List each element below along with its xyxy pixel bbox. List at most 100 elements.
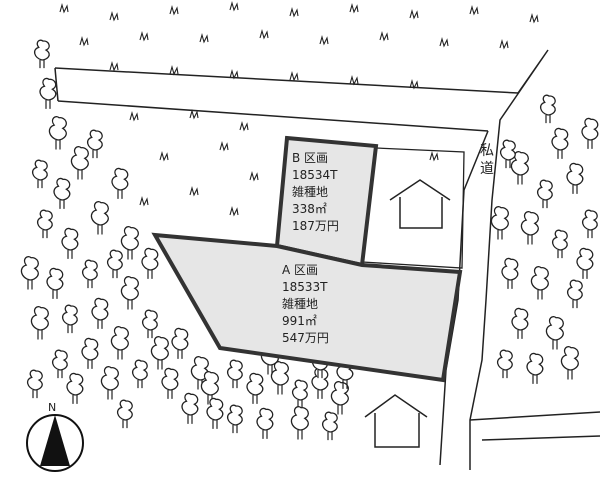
grass-icon bbox=[129, 110, 139, 122]
grass-icon bbox=[249, 170, 259, 182]
tree-icon bbox=[120, 226, 139, 260]
grass-icon bbox=[429, 150, 439, 162]
grass-icon bbox=[349, 74, 359, 86]
grass-icon bbox=[169, 4, 179, 16]
tree-icon bbox=[70, 146, 89, 180]
tree-icon bbox=[290, 406, 309, 440]
tree-icon bbox=[86, 129, 103, 159]
grass-icon bbox=[189, 108, 199, 120]
tree-icon bbox=[61, 227, 79, 259]
neighbor-lot-outline bbox=[361, 147, 465, 269]
tree-icon bbox=[131, 359, 148, 389]
tree-icon bbox=[26, 369, 43, 399]
tree-icon bbox=[206, 397, 224, 429]
tree-icon bbox=[226, 404, 243, 434]
upper-road-edge bbox=[54, 67, 519, 94]
grass-icon bbox=[379, 30, 389, 42]
road-label-char: 私 bbox=[480, 143, 494, 159]
house-icon bbox=[364, 394, 428, 448]
grass-icon bbox=[239, 120, 249, 132]
tree-icon bbox=[150, 336, 169, 370]
tree-icon bbox=[48, 116, 67, 150]
tree-icon bbox=[246, 372, 264, 404]
grass-icon bbox=[409, 8, 419, 20]
grass-icon bbox=[199, 32, 209, 44]
tree-icon bbox=[81, 337, 99, 369]
north-label: N bbox=[48, 401, 57, 414]
tree-icon bbox=[581, 209, 598, 239]
grass-icon bbox=[499, 38, 509, 50]
tree-icon bbox=[551, 229, 568, 259]
tree-icon bbox=[81, 259, 98, 289]
grass-icon bbox=[529, 12, 539, 24]
tree-icon bbox=[141, 247, 159, 279]
tree-icon bbox=[291, 379, 308, 409]
grass-icon bbox=[169, 64, 179, 76]
tree-icon bbox=[226, 359, 243, 389]
tree-icon bbox=[520, 211, 539, 245]
grass-icon bbox=[289, 6, 299, 18]
grass-icon bbox=[229, 0, 239, 12]
side-road-upper bbox=[469, 411, 600, 421]
tree-icon bbox=[321, 411, 338, 441]
grass-icon bbox=[189, 185, 199, 197]
plot-a-price: 547万円 bbox=[282, 331, 329, 345]
tree-icon bbox=[181, 392, 199, 424]
grass-icon bbox=[229, 205, 239, 217]
tree-icon bbox=[511, 307, 529, 339]
grass-icon bbox=[349, 2, 359, 14]
tree-icon bbox=[499, 139, 516, 169]
tree-icon bbox=[490, 206, 509, 240]
plot-a-lot-number: 18533T bbox=[282, 280, 328, 294]
tree-icon bbox=[120, 276, 139, 310]
tree-icon bbox=[61, 304, 78, 334]
upper-road-edge-lower bbox=[57, 100, 489, 132]
grass-icon bbox=[139, 195, 149, 207]
upper-road-end bbox=[54, 67, 59, 102]
road-label-char: 道 bbox=[480, 161, 494, 177]
forest-trees bbox=[20, 39, 599, 441]
grass-icon bbox=[159, 150, 169, 162]
tree-icon bbox=[30, 306, 49, 340]
private-road-left-edge bbox=[439, 130, 489, 466]
plot-a-area[interactable] bbox=[151, 232, 463, 383]
compass-icon bbox=[26, 414, 84, 472]
tree-icon bbox=[39, 77, 57, 109]
plot-a-label: A 区画 18533T 雑種地 991㎡ 547万円 bbox=[282, 262, 329, 347]
grass-icon bbox=[469, 4, 479, 16]
grass-icon bbox=[219, 140, 229, 152]
plot-b-name: B 区画 bbox=[292, 151, 329, 165]
tree-icon bbox=[560, 346, 579, 380]
tree-icon bbox=[581, 117, 599, 149]
grass-icon bbox=[109, 60, 119, 72]
tree-icon bbox=[36, 209, 53, 239]
tree-icon bbox=[539, 94, 556, 124]
plot-b-area-value: 338㎡ bbox=[292, 202, 327, 216]
tree-icon bbox=[566, 162, 584, 194]
tree-icon bbox=[566, 279, 583, 309]
tree-icon bbox=[496, 349, 513, 379]
tree-icon bbox=[111, 167, 129, 199]
plot-b-label: B 区画 18534T 雑種地 338㎡ 187万円 bbox=[292, 150, 339, 235]
tree-icon bbox=[551, 127, 569, 159]
tree-icon bbox=[501, 257, 519, 289]
tree-icon bbox=[256, 407, 274, 439]
tree-icon bbox=[330, 381, 349, 415]
tree-icon bbox=[51, 349, 68, 379]
tree-icon bbox=[510, 151, 529, 185]
tree-icon bbox=[311, 367, 329, 399]
grass-icon bbox=[439, 36, 449, 48]
tree-icon bbox=[270, 361, 289, 395]
tree-icon bbox=[46, 267, 64, 299]
private-road-label: 私 道 bbox=[478, 142, 496, 178]
tree-icon bbox=[106, 249, 123, 279]
tree-icon bbox=[545, 316, 564, 350]
plot-a-area-value: 991㎡ bbox=[282, 314, 317, 328]
tree-icon bbox=[171, 327, 189, 359]
plot-b-price: 187万円 bbox=[292, 219, 339, 233]
tree-icon bbox=[116, 399, 133, 429]
grass-icon bbox=[259, 28, 269, 40]
tree-icon bbox=[110, 326, 129, 360]
tree-icon bbox=[536, 179, 553, 209]
